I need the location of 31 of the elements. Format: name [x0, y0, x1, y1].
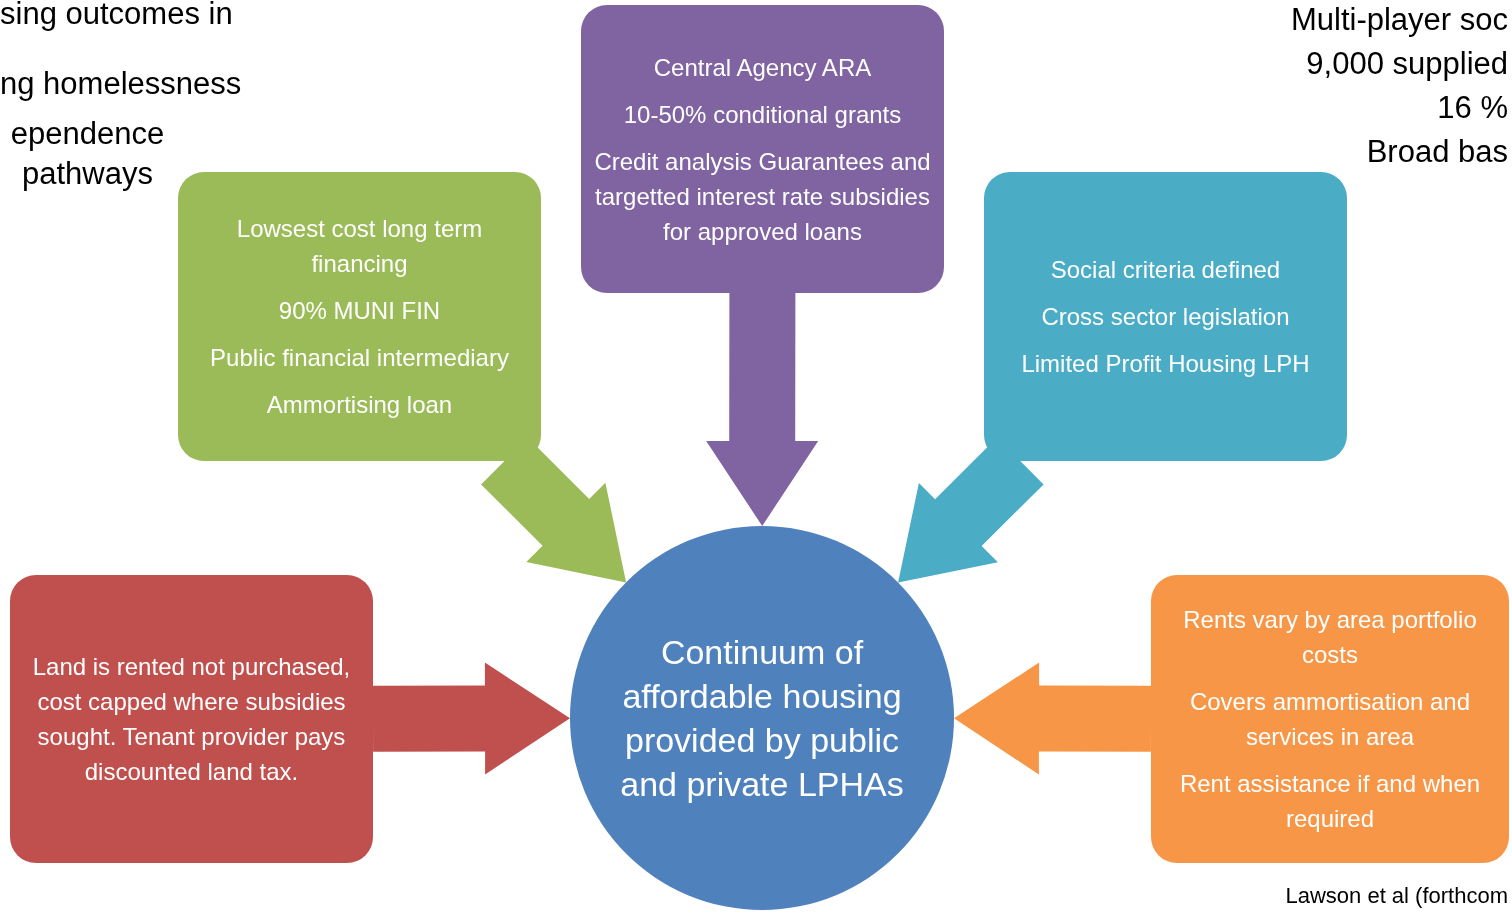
node-text: Public financial intermediary [210, 343, 509, 373]
note-text: Broad bas [1366, 133, 1508, 171]
note-text: ependence pathways [9, 115, 166, 193]
note-text: Multi-player soc [1290, 1, 1508, 39]
note-text: 16 % [1437, 89, 1508, 127]
note-text: ng homelessness [0, 66, 242, 102]
node-text: Rent assistance if and when required [1178, 769, 1482, 834]
node-text: Credit analysis Guarantees and targetted interest rate subsidies for approved loans [593, 146, 932, 247]
node-text: Rents vary by area portfolio costs [1182, 605, 1478, 670]
node-text: Cross sector legislation [1041, 302, 1290, 332]
node-text: 90% MUNI FIN [278, 296, 441, 326]
note-text: sing outcomes in [0, 0, 233, 32]
note-text: Lawson et al (forthcom [1285, 882, 1508, 910]
node-text: Land is rented not purchased, cost capped where subsidies sought. Tenant provider pays discounted land tax. [31, 652, 352, 787]
node-text: Limited Profit Housing LPH [1021, 349, 1310, 379]
rounded-box [1151, 575, 1509, 863]
node-text: Central Agency ARA [653, 52, 872, 83]
block-arrow [372, 662, 570, 775]
rounded-box [10, 575, 373, 863]
note-text: 9,000 supplied [1306, 45, 1508, 83]
rounded-box [984, 172, 1347, 461]
node-text: Covers ammortisation and services in area [1188, 687, 1472, 752]
node-text: Continuum of affordable housing provided by public and private LPHAs [619, 632, 905, 805]
rounded-box [178, 172, 541, 461]
block-arrow [954, 662, 1152, 775]
node-text: Ammortising loan [266, 390, 453, 420]
node-text: Lowsest cost long term financing [235, 214, 484, 279]
node-text: Social criteria defined [1050, 255, 1281, 285]
block-arrow [706, 293, 819, 526]
node-text: 10-50% conditional grants [623, 99, 902, 130]
rounded-box [581, 5, 944, 293]
